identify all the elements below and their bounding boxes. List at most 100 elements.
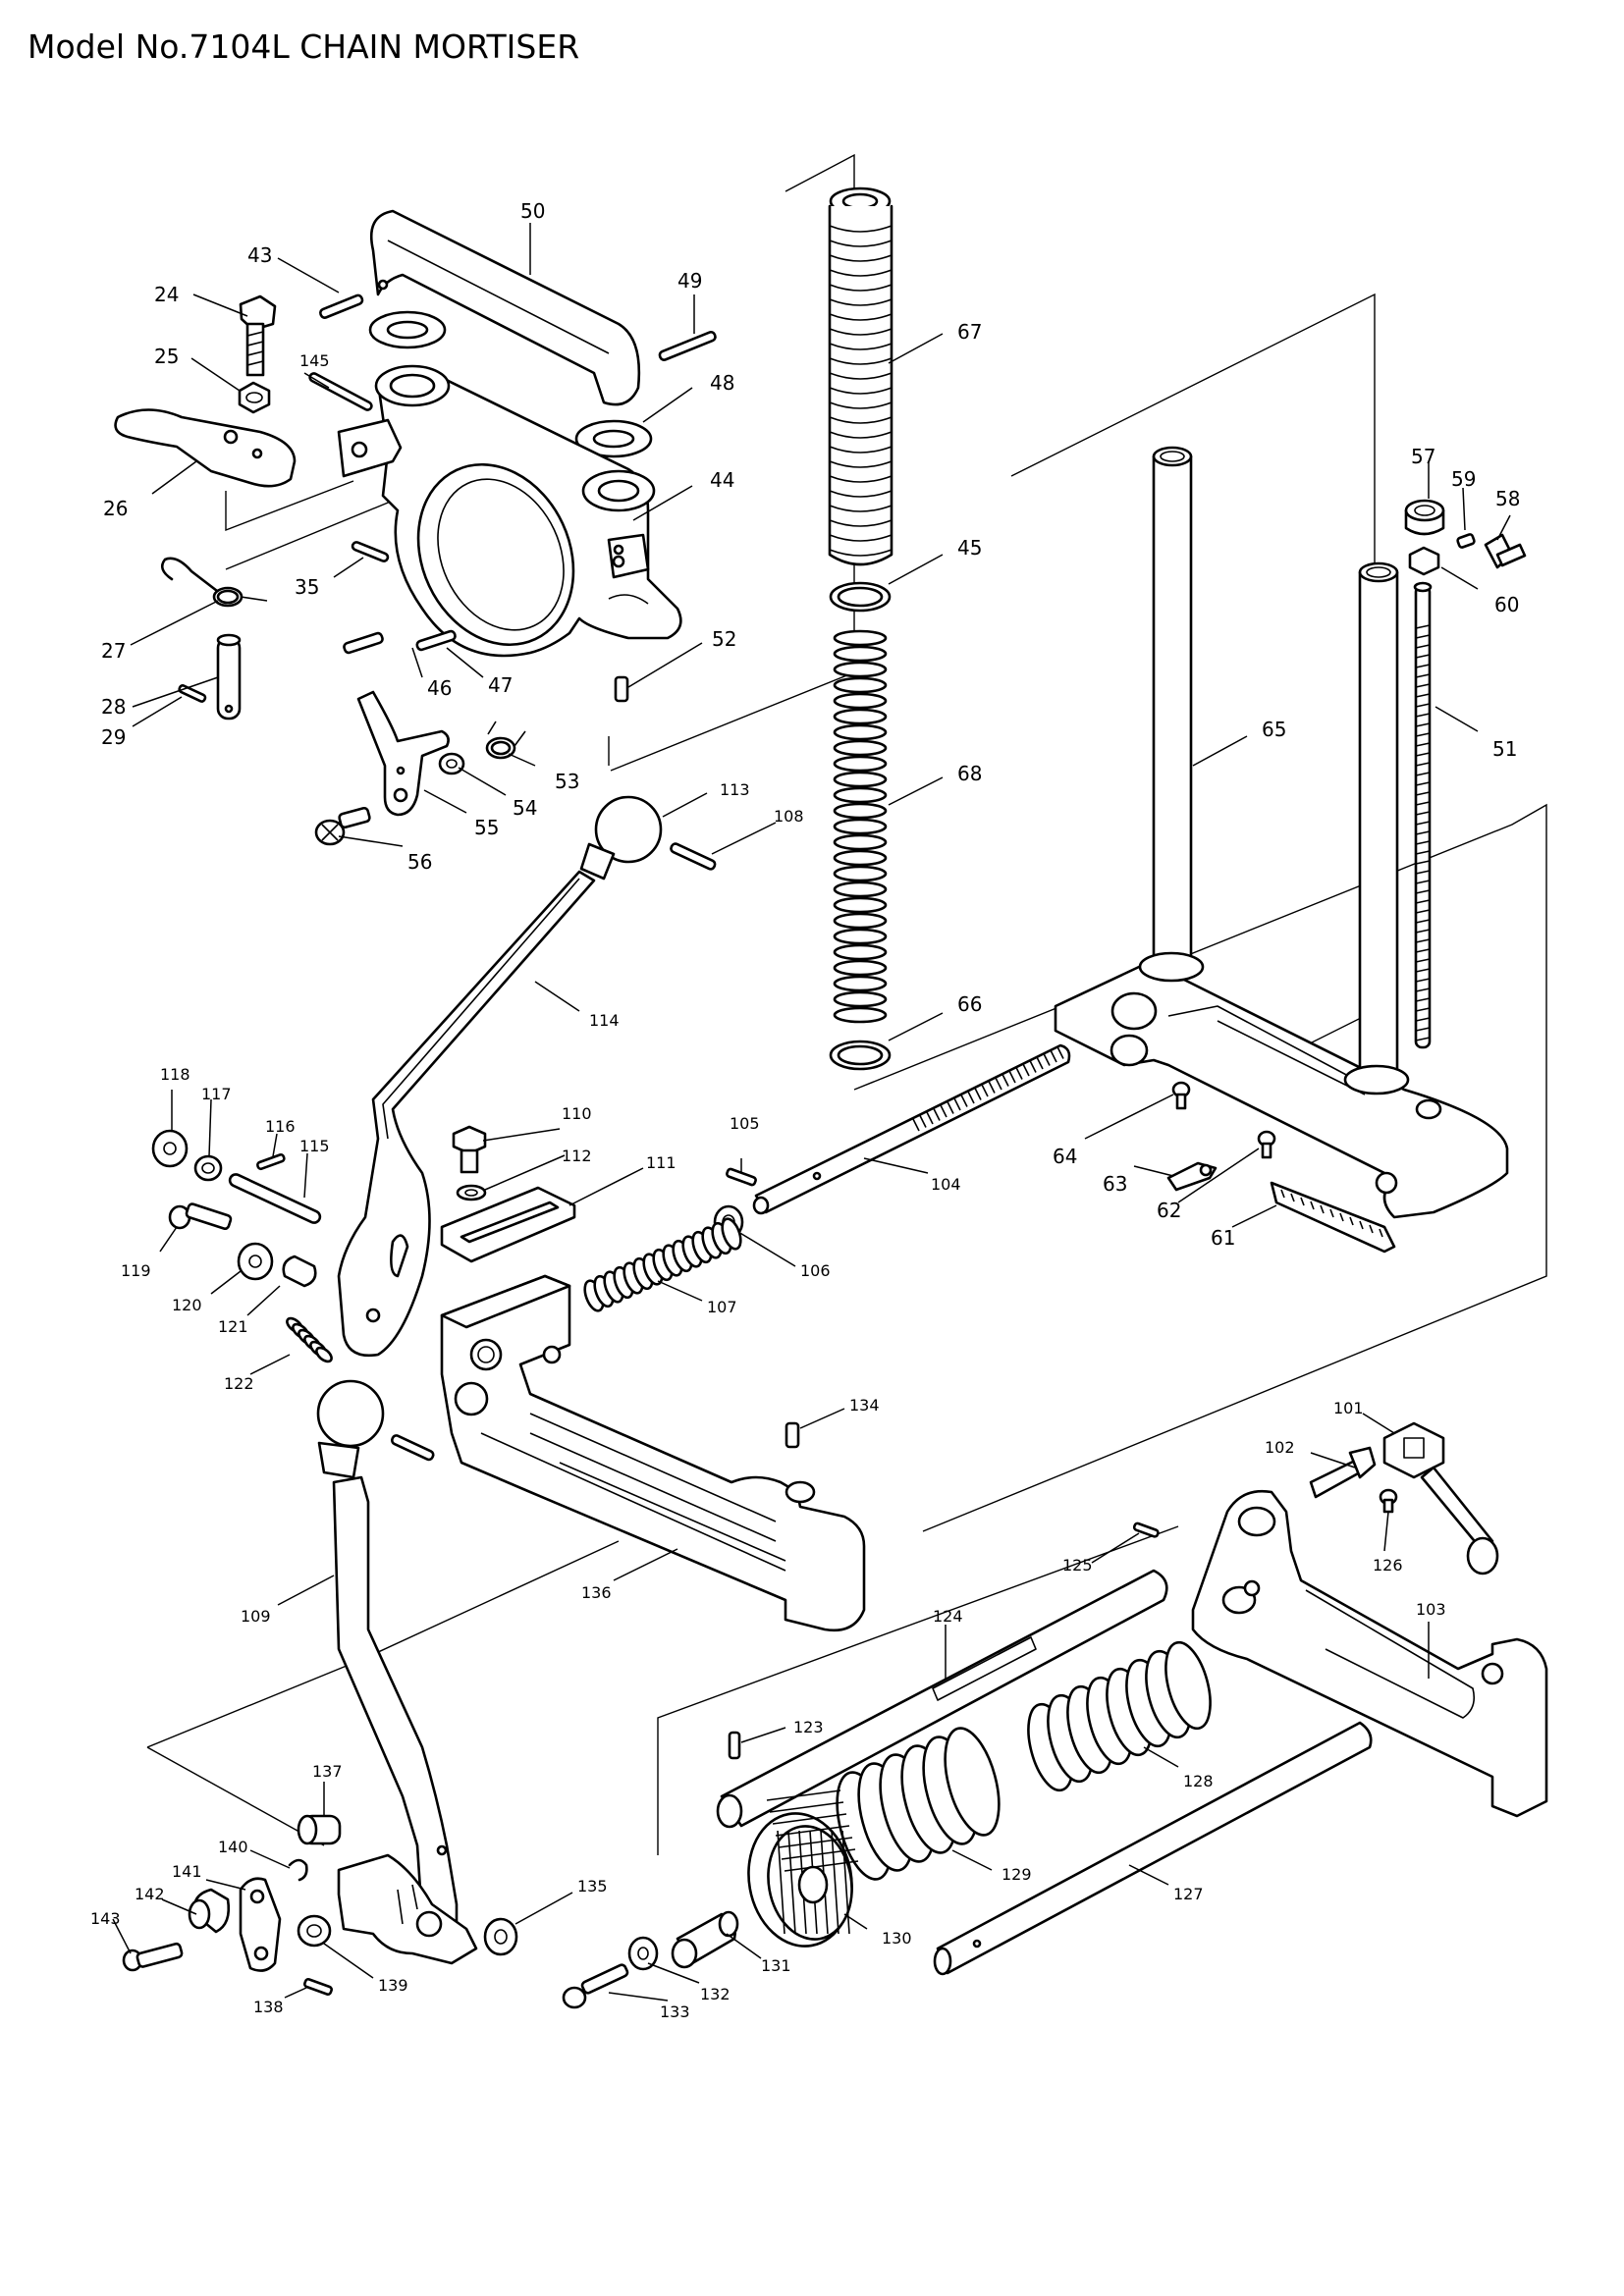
callout-127: 127 bbox=[1173, 1885, 1204, 1903]
washer-48-top bbox=[368, 310, 447, 349]
callout-64: 64 bbox=[1053, 1145, 1077, 1168]
washer-66 bbox=[829, 1040, 892, 1071]
callout-130: 130 bbox=[882, 1929, 912, 1948]
callout-53: 53 bbox=[555, 770, 579, 793]
washer-139 bbox=[297, 1914, 332, 1948]
callout-142: 142 bbox=[135, 1885, 165, 1903]
callout-124: 124 bbox=[933, 1607, 963, 1626]
washer-132 bbox=[627, 1936, 659, 1971]
crank-101 bbox=[1382, 1421, 1499, 1575]
pin-116 bbox=[256, 1152, 286, 1171]
callout-59: 59 bbox=[1451, 467, 1476, 491]
washer-118 bbox=[151, 1129, 189, 1168]
callout-114: 114 bbox=[589, 1011, 620, 1030]
carriage-136 bbox=[440, 1274, 866, 1632]
leader-lines bbox=[112, 223, 1511, 2002]
knob-lower bbox=[316, 1379, 385, 1479]
callout-106: 106 bbox=[800, 1261, 831, 1280]
callout-112: 112 bbox=[562, 1147, 592, 1165]
bellows-67 bbox=[828, 187, 893, 566]
callout-122: 122 bbox=[224, 1374, 254, 1393]
callout-25: 25 bbox=[154, 345, 179, 368]
bolt-110 bbox=[452, 1125, 487, 1174]
washer-48 bbox=[574, 419, 653, 458]
callout-116: 116 bbox=[265, 1117, 296, 1136]
callout-65: 65 bbox=[1262, 718, 1286, 741]
callout-58: 58 bbox=[1495, 487, 1520, 510]
lever-109 bbox=[332, 1475, 478, 1965]
callout-133: 133 bbox=[660, 2002, 690, 2021]
callout-29: 29 bbox=[101, 725, 126, 749]
callout-61: 61 bbox=[1211, 1226, 1235, 1250]
knob-142 bbox=[188, 1888, 231, 1934]
spring-128 bbox=[1027, 1640, 1212, 1792]
pin-108 bbox=[670, 842, 717, 871]
callout-44: 44 bbox=[710, 468, 734, 492]
nut-25 bbox=[238, 381, 271, 414]
pin-49 bbox=[658, 330, 717, 361]
callout-68: 68 bbox=[957, 762, 982, 785]
callout-140: 140 bbox=[218, 1838, 248, 1856]
callout-57: 57 bbox=[1411, 445, 1435, 468]
page-title: Model No.7104L CHAIN MORTISER bbox=[27, 27, 580, 66]
callout-107: 107 bbox=[707, 1298, 737, 1316]
shaft-124 bbox=[716, 1569, 1168, 1829]
callout-135: 135 bbox=[577, 1877, 608, 1896]
pin-123 bbox=[728, 1731, 741, 1760]
head-housing bbox=[337, 364, 682, 658]
callout-45: 45 bbox=[957, 536, 982, 560]
callout-115: 115 bbox=[299, 1137, 330, 1155]
pin-145 bbox=[308, 372, 373, 411]
callout-123: 123 bbox=[793, 1718, 824, 1736]
callout-52: 52 bbox=[712, 627, 736, 651]
screw-126 bbox=[1379, 1488, 1398, 1514]
pin-105 bbox=[726, 1167, 757, 1187]
callout-28: 28 bbox=[101, 695, 126, 719]
callout-55: 55 bbox=[474, 816, 499, 839]
callout-118: 118 bbox=[160, 1065, 190, 1084]
callout-56: 56 bbox=[407, 850, 432, 874]
callout-67: 67 bbox=[957, 320, 982, 344]
callout-145: 145 bbox=[299, 351, 330, 370]
bushing-117 bbox=[193, 1154, 223, 1182]
callout-110: 110 bbox=[562, 1104, 592, 1123]
callout-128: 128 bbox=[1183, 1772, 1214, 1790]
spring-27 bbox=[160, 557, 268, 608]
callout-labels: 50 43 49 24 67 145 25 48 44 26 57 59 58 … bbox=[90, 199, 1520, 2021]
callout-43: 43 bbox=[247, 243, 272, 267]
callout-111: 111 bbox=[646, 1153, 677, 1172]
screw-62 bbox=[1257, 1130, 1276, 1159]
callout-121: 121 bbox=[218, 1317, 248, 1336]
latch-26 bbox=[114, 408, 297, 488]
washer-54 bbox=[438, 752, 465, 775]
callout-139: 139 bbox=[378, 1976, 408, 1995]
callout-47: 47 bbox=[488, 673, 513, 697]
column-right bbox=[1343, 561, 1410, 1095]
spring-53 bbox=[485, 721, 526, 760]
callout-137: 137 bbox=[312, 1762, 343, 1781]
callout-119: 119 bbox=[121, 1261, 151, 1280]
callout-50: 50 bbox=[520, 199, 545, 223]
rack-51 bbox=[1413, 581, 1433, 1049]
callout-138: 138 bbox=[253, 1998, 284, 2016]
clip-140 bbox=[288, 1858, 308, 1882]
pin-134 bbox=[785, 1421, 800, 1449]
callout-117: 117 bbox=[201, 1085, 232, 1103]
lever-114 bbox=[337, 870, 596, 1358]
pin-43 bbox=[319, 294, 364, 319]
callout-143: 143 bbox=[90, 1909, 121, 1928]
pin-35 bbox=[351, 541, 390, 562]
pin-52 bbox=[614, 675, 629, 703]
spring-129 bbox=[836, 1727, 1001, 1881]
callout-103: 103 bbox=[1416, 1600, 1446, 1619]
callout-51: 51 bbox=[1492, 737, 1517, 761]
bolt-102 bbox=[1309, 1446, 1377, 1499]
callout-141: 141 bbox=[172, 1862, 202, 1881]
bushing-121 bbox=[282, 1255, 317, 1288]
pin-138 bbox=[303, 1977, 333, 1997]
callout-35: 35 bbox=[295, 575, 319, 599]
pin-28 bbox=[216, 633, 242, 721]
screw-56 bbox=[314, 806, 371, 846]
bracket-103 bbox=[1191, 1489, 1548, 1818]
